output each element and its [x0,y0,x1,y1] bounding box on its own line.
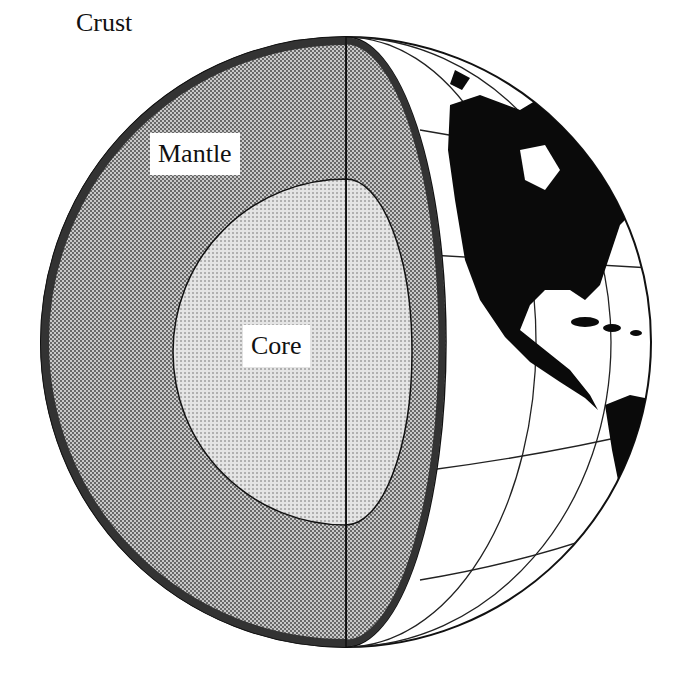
hudson-bay [520,145,560,190]
continents [448,40,655,610]
crust-rim [45,41,346,643]
part-label: Core [243,325,310,367]
arctic-island [450,70,470,90]
island [571,317,599,327]
island [603,324,621,332]
mantle-face-right [346,37,446,647]
parallel [420,520,640,580]
island [630,330,642,336]
north-america [448,95,640,410]
greenland [540,40,620,95]
part-label: Crust [76,8,132,38]
arctic-island [470,45,520,75]
part-label: Mantle [150,133,240,175]
core-face-right [346,179,412,525]
core-face-left [173,179,346,525]
cut-edge [345,37,347,647]
mantle-face-left [41,37,346,647]
parallel [470,40,640,90]
globe-surface [41,37,651,647]
south-america [605,395,655,610]
crust-rim [346,41,442,643]
